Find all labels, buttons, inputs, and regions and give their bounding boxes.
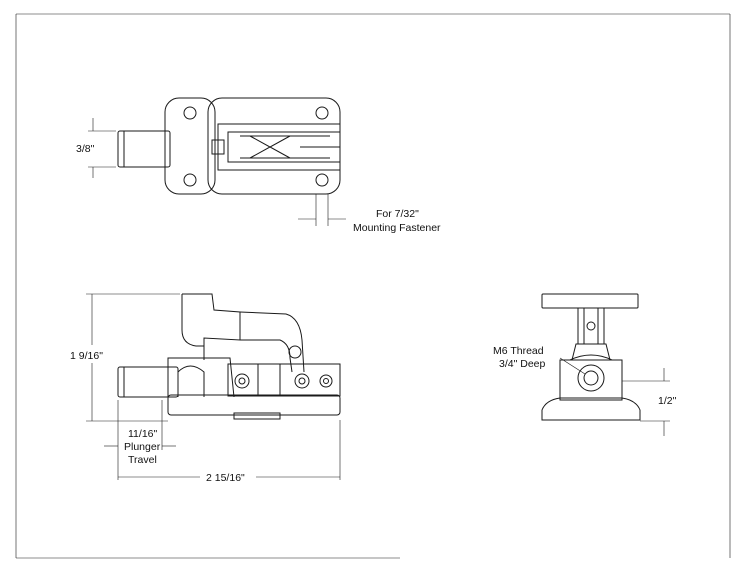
end-view — [541, 293, 670, 436]
side-view — [86, 293, 341, 480]
dim-overall-length: 2 15/16" — [206, 472, 245, 484]
sheet-border — [15, 13, 731, 559]
thread-label-1: M6 Thread — [493, 345, 544, 357]
dim-top-width: 3/8" — [76, 143, 95, 155]
fastener-label-1: For 7/32" — [376, 208, 419, 220]
travel-label-3: Travel — [128, 454, 157, 466]
dim-base-height: 1/2" — [658, 395, 677, 407]
travel-label-2: Plunger — [124, 441, 161, 453]
top-view — [88, 97, 346, 226]
travel-label-1: 11/16" — [128, 428, 157, 440]
fastener-label-2: Mounting Fastener — [353, 222, 441, 234]
thread-label-2: 3/4" Deep — [499, 358, 546, 370]
dim-height: 1 9/16" — [70, 350, 103, 362]
